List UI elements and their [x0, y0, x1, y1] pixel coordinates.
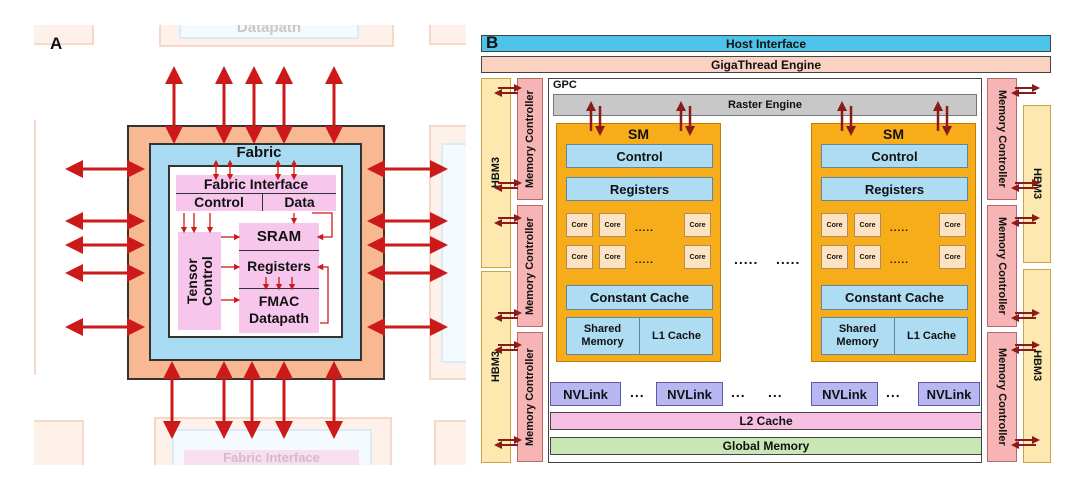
sm-2-core-dots: .....	[890, 255, 909, 266]
neighbor-bottom-label: Fabric Interface	[223, 450, 320, 465]
sm-1-registers: Registers	[566, 177, 713, 201]
nvlink-3: NVLink	[811, 382, 878, 406]
control-data-divider	[262, 193, 263, 211]
raster-engine: Raster Engine	[553, 94, 977, 116]
neighbor-corner-br	[434, 420, 466, 465]
neighbor-corner-tr	[429, 25, 466, 45]
sm-1-core: Core	[566, 213, 593, 237]
sm-1-constant-cache: Constant Cache	[566, 285, 713, 310]
sm-1-memory-divider	[639, 317, 640, 355]
sm-2-title: SM	[883, 126, 904, 142]
sm-2-l1-cache: L1 Cache	[907, 329, 956, 342]
nvlink-2: NVLink	[656, 382, 723, 406]
nvlink-1: NVLink	[550, 382, 621, 406]
sm-2-memory-divider	[894, 317, 895, 355]
sm-1-core: Core	[599, 245, 626, 269]
memory-controller-left-2: Memory Controller	[517, 205, 543, 327]
host-interface: Host Interface	[481, 35, 1051, 52]
panel-a-arrows	[65, 66, 448, 439]
l2-cache: L2 Cache	[550, 412, 982, 430]
fabric-label: Fabric	[236, 143, 282, 161]
arrow-fmac-loop	[316, 263, 329, 324]
sm-1-core: Core	[566, 245, 593, 269]
neighbor-tile-top-inner: Datapath	[179, 25, 359, 39]
sm-between-dots: .....	[776, 251, 801, 267]
sm-1-title: SM	[628, 126, 649, 142]
panel-a-letter: A	[50, 34, 63, 53]
fmac-datapath-label: FMAC Datapath	[249, 293, 309, 326]
sram-label: SRAM	[256, 227, 302, 245]
memory-controller-right-1: Memory Controller	[987, 78, 1017, 200]
neighbor-tile-left	[34, 120, 36, 375]
sm-2-constant-cache: Constant Cache	[821, 285, 968, 310]
nvlink-4: NVLink	[918, 382, 980, 406]
panel-b-arrows	[494, 84, 1040, 449]
sm-1-shared-memory: Shared Memory	[581, 323, 624, 348]
control-label: Control	[194, 194, 244, 210]
hbm3-right-bottom: HBM3	[1023, 269, 1051, 463]
sm-between-dots: .....	[734, 251, 759, 267]
hbm3-left-top: HBM3	[481, 78, 511, 268]
sm-2-shared-memory: Shared Memory	[836, 323, 879, 348]
sm-1-core: Core	[684, 213, 711, 237]
nvlink-dots: ...	[731, 384, 746, 400]
sram-divider	[239, 250, 319, 251]
gpc-label: GPC	[553, 79, 577, 91]
gigathread-engine: GigaThread Engine	[481, 56, 1051, 73]
data-label: Data	[284, 194, 315, 210]
hbm3-left-bottom: HBM3	[481, 271, 511, 463]
sm-2-core: Core	[854, 245, 881, 269]
sm-1-control: Control	[566, 144, 713, 168]
nvlink-dots: ...	[886, 384, 901, 400]
sm-2-core: Core	[821, 213, 848, 237]
tensor-control-block	[178, 232, 221, 330]
registers-label: Registers	[247, 258, 311, 274]
sm-2-core: Core	[939, 245, 966, 269]
memory-controller-right-2: Memory Controller	[987, 205, 1017, 327]
neighbor-corner-bl	[34, 420, 84, 465]
sm-2-core: Core	[939, 213, 966, 237]
panel-b: Host Interface B GigaThread Engine HBM3 …	[478, 33, 1054, 465]
memory-controller-left-3: Memory Controller	[517, 332, 543, 462]
sm-2-core: Core	[854, 213, 881, 237]
neighbor-corner-tl	[34, 25, 94, 45]
global-memory: Global Memory	[550, 437, 982, 455]
sm-1-l1-cache: L1 Cache	[652, 329, 701, 342]
sm-1-core-dots: .....	[635, 223, 654, 234]
panel-b-letter: B	[486, 33, 499, 52]
panel-a: Datapath Fabric Interface Fabric Fabric …	[34, 25, 466, 465]
sm-2-registers: Registers	[821, 177, 968, 201]
nvlink-dots: ...	[768, 384, 783, 400]
arrow-data-loop	[312, 212, 333, 241]
sm-2-core: Core	[821, 245, 848, 269]
sm-2-control: Control	[821, 144, 968, 168]
sm-2-core-dots: .....	[890, 223, 909, 234]
sm-1-core-dots: .....	[635, 255, 654, 266]
neighbor-top-label: Datapath	[236, 25, 302, 36]
nvlink-dots: ...	[630, 384, 645, 400]
sm-1-core: Core	[684, 245, 711, 269]
fabric-interface-divider	[176, 193, 336, 194]
neighbor-bottom-interface: Fabric Interface	[184, 450, 359, 465]
sm-1-core: Core	[599, 213, 626, 237]
